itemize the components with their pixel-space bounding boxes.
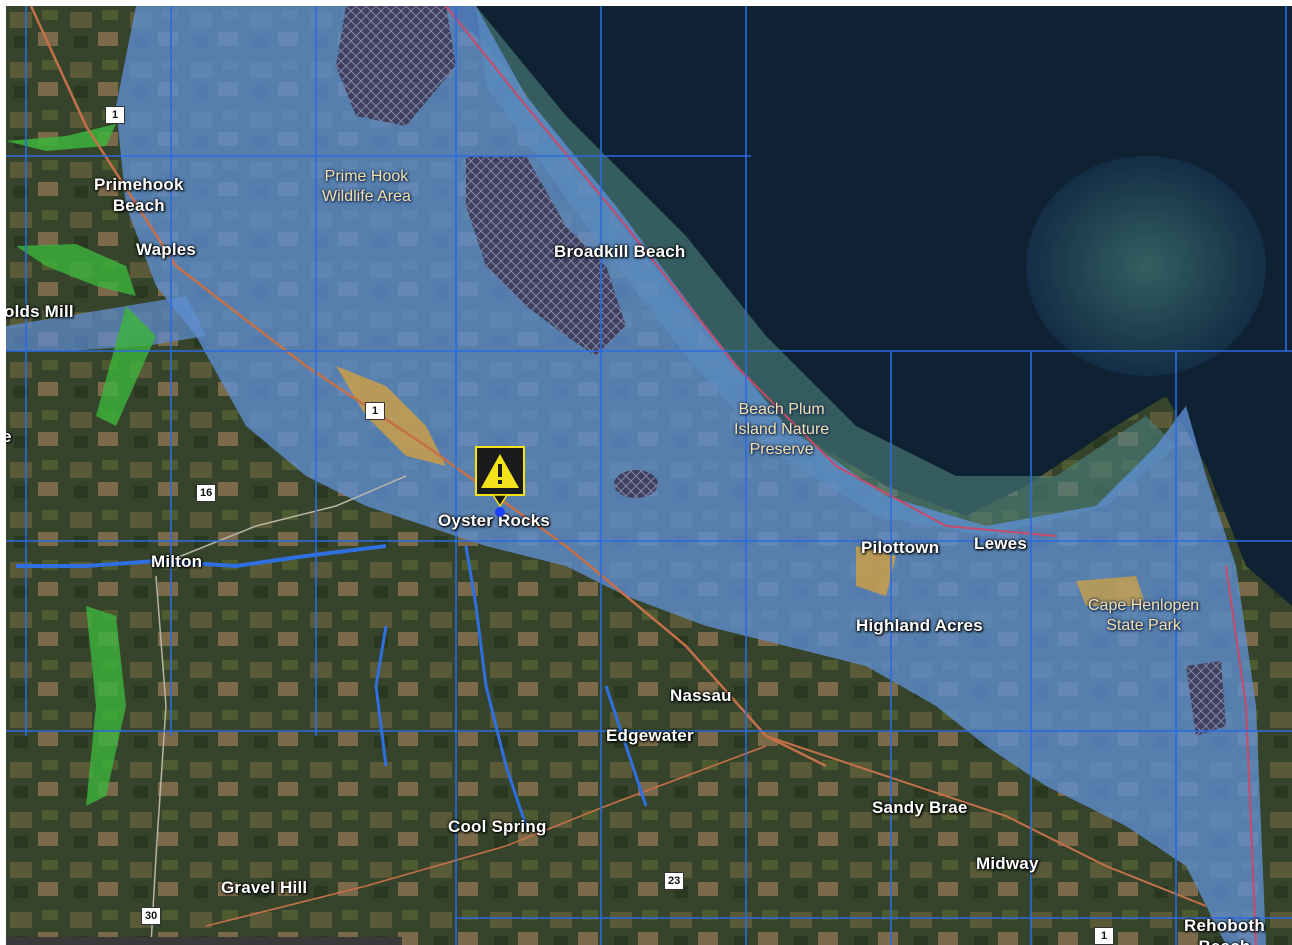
hatched-area-broadkill xyxy=(466,156,626,356)
coastal-road xyxy=(1225,565,1257,945)
route-shield-16: 16 xyxy=(196,484,217,502)
stream xyxy=(604,685,648,807)
place-label-rehoboth-beach: Rehoboth Beach xyxy=(1184,916,1265,945)
place-label-milton: Milton xyxy=(151,552,203,571)
place-label-edge: e xyxy=(6,427,12,446)
route-1-road xyxy=(29,6,827,768)
flood-zone-west xyxy=(6,296,206,351)
wetland-channel xyxy=(96,306,156,426)
map-grid xyxy=(6,6,1292,945)
local-road xyxy=(150,575,167,945)
place-label-midway: Midway xyxy=(976,854,1039,873)
sandbar-shoal xyxy=(1026,156,1266,376)
marsh-patch xyxy=(1076,576,1146,606)
road-segment xyxy=(205,745,767,927)
route-shield-1: 1 xyxy=(365,402,385,420)
coastal-road xyxy=(445,6,1057,537)
place-label-primehook-beach: Primehook Beach xyxy=(94,174,184,216)
place-label-reynolds-mill: olds Mill xyxy=(6,302,74,321)
park-label-cape-henlopen: Cape Henlopen State Park xyxy=(1088,597,1200,634)
place-label-sandy-brae: Sandy Brae xyxy=(872,798,968,817)
stream xyxy=(374,625,388,767)
place-label-pilottown: Pilottown xyxy=(861,538,940,557)
place-label-waples: Waples xyxy=(136,240,197,259)
warning-marker[interactable] xyxy=(475,446,525,518)
map-canvas[interactable] xyxy=(6,6,1292,945)
place-label-broadkill-beach: Broadkill Beach xyxy=(554,242,686,261)
route-shield-1: 1 xyxy=(1094,927,1114,945)
map-view[interactable]: Primehook Beach Waples olds Mill Milton … xyxy=(6,6,1292,945)
place-label-gravel-hill: Gravel Hill xyxy=(221,878,308,897)
place-label-primehook-text: Primehook Beach xyxy=(94,175,184,215)
place-label-oyster-rocks: Oyster Rocks xyxy=(438,511,551,530)
place-label-nassau: Nassau xyxy=(670,686,732,705)
hatched-area-cape xyxy=(1186,661,1226,736)
place-label-cool-spring: Cool Spring xyxy=(448,817,547,836)
park-label-beach-plum-island: Beach Plum Island Nature Preserve xyxy=(734,401,830,458)
stream xyxy=(464,545,528,827)
route-shield-23: 23 xyxy=(664,872,685,890)
place-label-lewes: Lewes xyxy=(974,534,1027,553)
road-segment xyxy=(765,735,1207,907)
route-shield-30: 30 xyxy=(141,907,162,925)
flood-zone-overlay xyxy=(116,6,1266,945)
route-16-road xyxy=(155,475,407,567)
shallow-water xyxy=(476,6,1176,536)
hatched-area-small xyxy=(614,470,658,498)
park-label-prime-hook: Prime Hook Wildlife Area xyxy=(322,168,411,205)
route-shield-1: 1 xyxy=(105,106,125,124)
stream xyxy=(16,544,387,569)
place-label-highland-acres: Highland Acres xyxy=(856,616,983,635)
wetland-channel xyxy=(86,606,126,806)
wetland-channel xyxy=(16,244,136,296)
hatched-area-north xyxy=(336,6,456,126)
warning-icon[interactable] xyxy=(475,446,525,518)
place-label-edgewater: Edgewater xyxy=(606,726,694,745)
attribution-bar xyxy=(6,937,402,945)
marsh-patch xyxy=(856,546,896,596)
